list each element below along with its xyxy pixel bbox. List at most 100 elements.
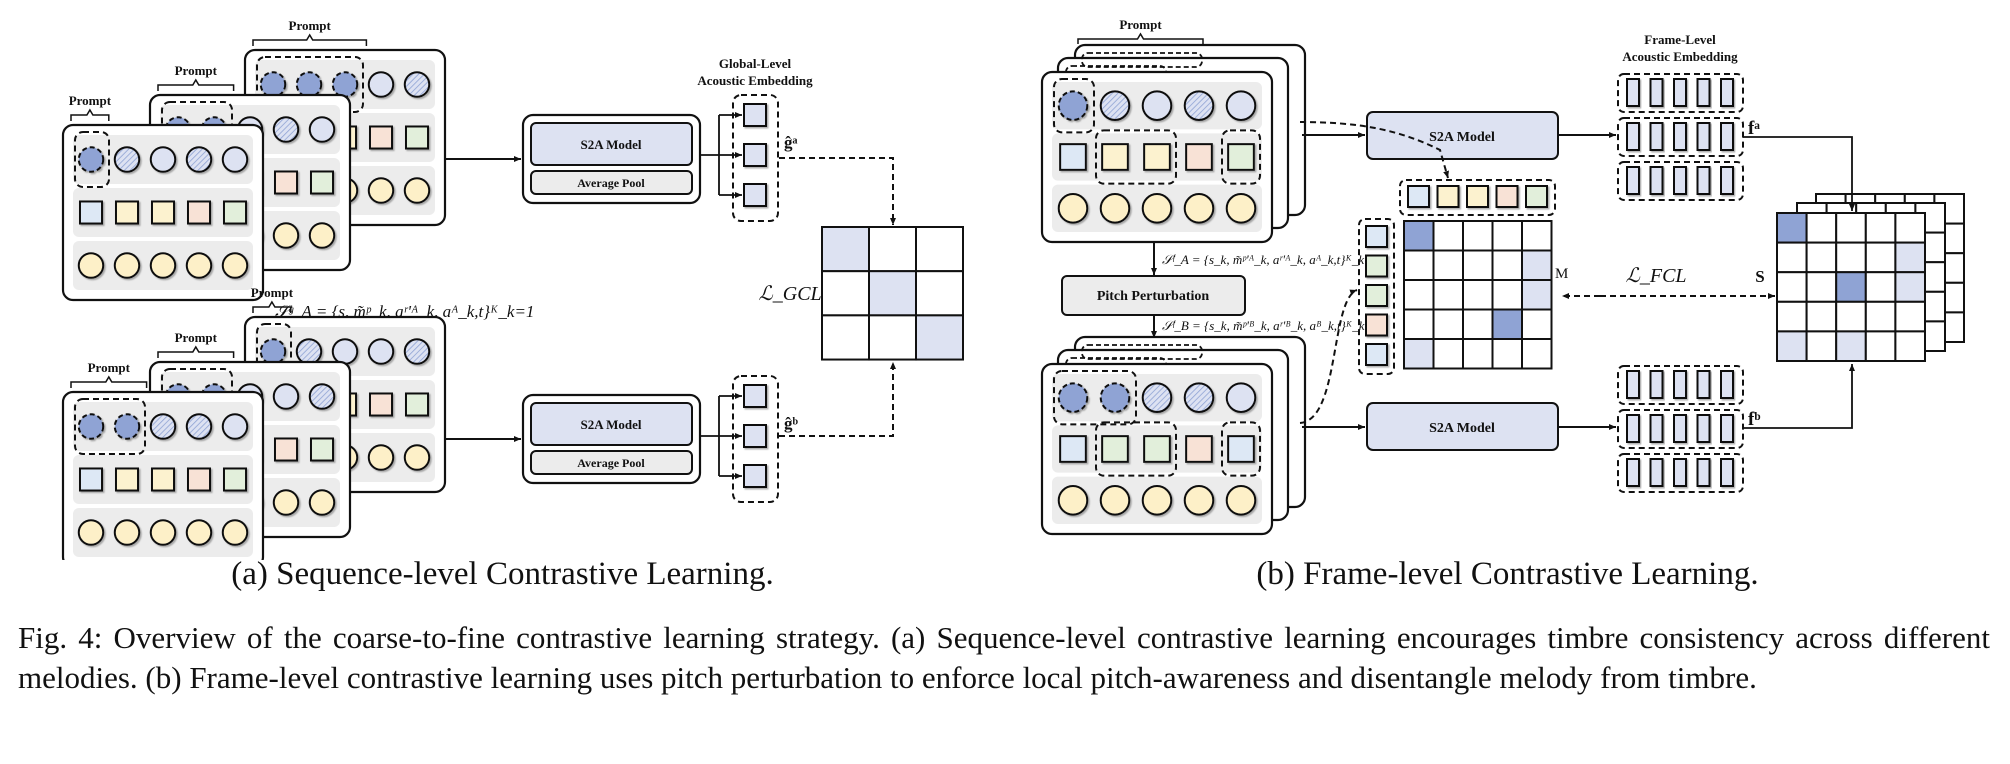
- semantic-token: [1225, 193, 1257, 224]
- frame-embedding-token: [1720, 78, 1734, 107]
- semantic-token: [149, 519, 177, 546]
- pitch-token: [221, 413, 249, 440]
- frame-embedding-token: [1626, 370, 1640, 399]
- pitch-token-side: [1365, 225, 1388, 248]
- audio-token: [114, 467, 140, 492]
- frame-embedding-token: [1696, 414, 1711, 443]
- s-cell: [1805, 300, 1838, 333]
- embedding-dashed-box: [732, 94, 779, 222]
- frame-embedding-token: [1696, 370, 1711, 399]
- s2a-model-box: [530, 402, 693, 446]
- frame-segment-dashed-box: [1095, 421, 1177, 477]
- prompt-pitch-token: [77, 146, 105, 173]
- s-positive-cell: [1776, 212, 1808, 244]
- m-cell: [1403, 249, 1435, 281]
- audio-token: [1059, 143, 1087, 171]
- frame-set-formula-b: 𝒮ᶠ_B = {s_k, m̃ᵖ'ᴮ_k, aʳ'ᴮ_k, aᴮ_k,t}ᴷ_k…: [1162, 318, 1380, 333]
- frame-embedding-token: [1673, 122, 1687, 151]
- s2a-model-label: S2A Model: [580, 137, 641, 152]
- frame-embedding-token: [1720, 370, 1734, 399]
- m-positive-cell: [1491, 308, 1523, 340]
- pitch-token: [331, 338, 359, 365]
- embedding-title: Frame-Level: [1644, 32, 1716, 47]
- semantic-token: [308, 489, 336, 516]
- semantic-token: [272, 489, 300, 516]
- gcl-cell: [868, 226, 917, 273]
- frame-embedding-token: [1649, 458, 1664, 487]
- gcl-cell: [915, 226, 964, 273]
- semantic-token: [272, 222, 300, 249]
- prompt-pitch-token: [77, 413, 105, 440]
- gcl-cell: [821, 314, 870, 361]
- pitch-token-top: [1407, 185, 1430, 208]
- global-embedding-symbol: ĝᵇ: [784, 414, 799, 433]
- s-cell: [1805, 241, 1838, 274]
- average-pool-label: Average Pool: [577, 456, 645, 470]
- gcl-positive-cell: [868, 270, 917, 317]
- frame-embedding-dashed-box: [1617, 73, 1744, 113]
- frame-embedding-symbol-a: fᵃ: [1748, 118, 1760, 139]
- gcl-cell: [821, 270, 870, 317]
- audio-token: [186, 200, 212, 225]
- s-cell: [1776, 241, 1808, 274]
- global-embedding-token: [743, 384, 767, 408]
- semantic-token: [308, 222, 336, 249]
- gcl-cell: [868, 314, 917, 361]
- global-embedding-token: [743, 183, 767, 207]
- gcl-positive-cell: [915, 314, 964, 361]
- global-embedding-token: [743, 103, 767, 127]
- embedding-dashed-box: [732, 375, 779, 503]
- m-cell: [1432, 338, 1464, 370]
- pitch-token: [1183, 90, 1215, 121]
- prompt-dashed-box: [1053, 370, 1137, 426]
- audio-token: [222, 200, 248, 225]
- prompt-brace: [1077, 32, 1204, 44]
- frame-embedding-token: [1696, 458, 1711, 487]
- frame-embedding-dashed-box: [1617, 453, 1744, 493]
- s2a-model-label: S2A Model: [1429, 421, 1495, 436]
- semantic-token: [185, 519, 213, 546]
- audio-token: [114, 200, 140, 225]
- audio-token: [273, 170, 299, 195]
- pitch-token: [1141, 382, 1173, 413]
- audio-token: [1143, 435, 1171, 463]
- s-cell: [1835, 212, 1867, 244]
- prompt-label: Prompt: [289, 18, 332, 33]
- average-pool-label: Average Pool: [577, 176, 645, 190]
- s-cell: [1864, 330, 1897, 362]
- s-cell: [1805, 330, 1838, 362]
- s-cell: [1864, 271, 1897, 303]
- gcl-loss-label: ℒ_GCL: [758, 283, 821, 305]
- frame-stack-a: [1040, 70, 1274, 244]
- s-cell: [1835, 300, 1867, 333]
- m-cell: [1491, 249, 1523, 281]
- m-cell: [1521, 338, 1553, 370]
- prompt-pitch-token: [113, 413, 141, 440]
- s-cell: [1894, 212, 1927, 244]
- audio-token: [1185, 143, 1213, 171]
- s-positive-cell: [1894, 241, 1927, 274]
- global-embedding-symbol: ĝᵃ: [784, 133, 798, 152]
- s-cell: [1805, 212, 1838, 244]
- prompt-label: Prompt: [69, 93, 112, 108]
- semantic-token: [149, 252, 177, 279]
- m-cell: [1521, 220, 1553, 252]
- pitch-token: [1225, 382, 1257, 413]
- frame-embedding-token: [1649, 414, 1664, 443]
- audio-token: [309, 437, 335, 462]
- prompt-dashed-box: [256, 56, 364, 113]
- s-cell: [1835, 241, 1867, 274]
- pitch-token: [308, 383, 336, 410]
- pitch-token-side: [1365, 343, 1388, 366]
- frame-segment-dashed-box: [1095, 129, 1177, 185]
- audio-token: [1227, 143, 1255, 171]
- audio-token: [309, 170, 335, 195]
- semantic-token: [1057, 485, 1089, 516]
- m-cell: [1491, 220, 1523, 252]
- pitch-token-top: [1436, 185, 1460, 208]
- s-cell: [1776, 300, 1808, 333]
- pitch-token-top: [1525, 185, 1548, 208]
- audio-token: [273, 437, 299, 462]
